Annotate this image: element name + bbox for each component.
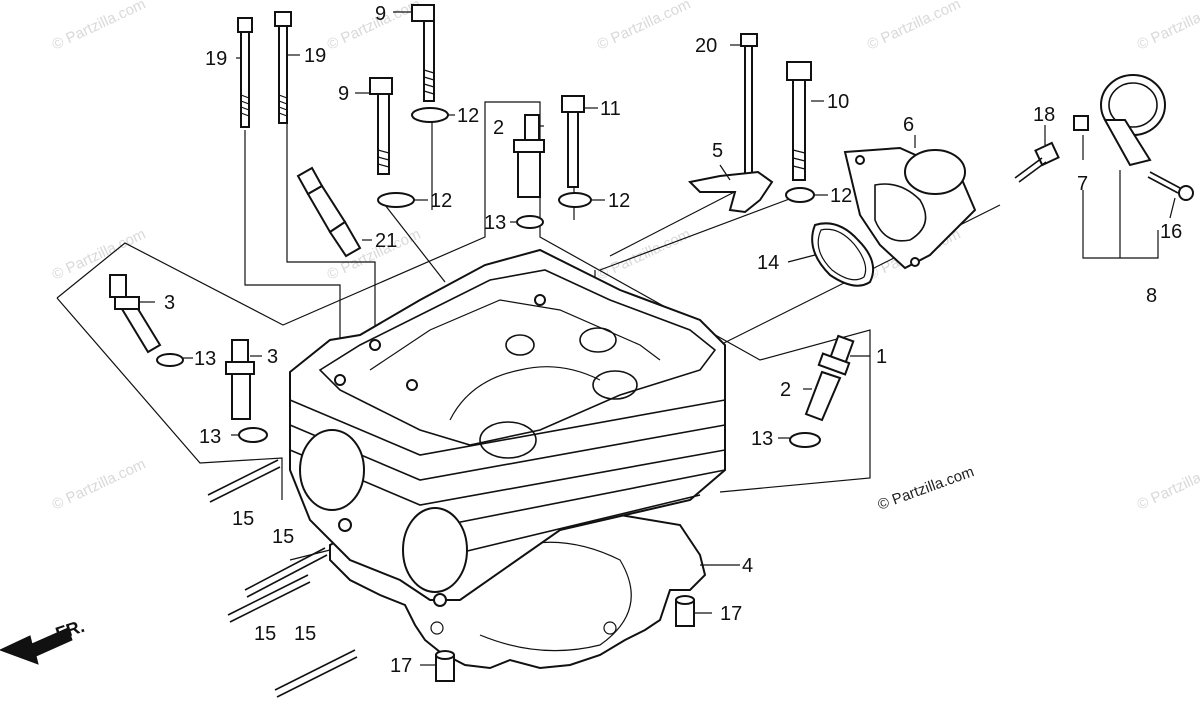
callout-19: 19 [304,45,326,67]
callout-9: 9 [375,3,386,25]
washer-12 [377,192,415,208]
dowel-17 [675,595,695,627]
stud-15 [227,574,311,623]
watermark: © Partzilla.com [595,0,694,54]
clamp-band-8 [1100,74,1166,167]
callout-numbers: 19 19 9 9 12 12 12 12 2 13 11 20 10 5 6 … [164,3,1182,677]
seal-13 [238,427,268,443]
bolt-20 [740,33,758,187]
dowel-17 [435,650,455,682]
bolt-19-left [237,17,253,128]
stud-15 [207,459,281,503]
callout-3: 3 [267,346,278,368]
valve-guide-2-right [804,334,855,422]
callout-15: 15 [232,508,254,530]
seal-13 [789,432,821,448]
washer-12 [411,107,449,123]
callout-13: 13 [199,426,221,448]
o-ring-14 [811,222,874,287]
callout-20: 20 [695,35,717,57]
callout-12: 12 [457,105,479,127]
watermark: © Partzilla.com [865,0,964,54]
callout-15: 15 [294,623,316,645]
front-arrow: FR. [0,616,87,665]
callout-6: 6 [903,114,914,136]
callout-5: 5 [712,140,723,162]
callout-13: 13 [484,212,506,234]
callout-12: 12 [830,185,852,207]
bolt-9-upper [411,4,435,102]
callout-2: 2 [780,379,791,401]
callout-leaders [139,11,1176,666]
copyright-watermark: © Partzilla.com [876,463,977,514]
callout-9: 9 [338,83,349,105]
spark-plug-21 [296,166,362,258]
valve-guide-3-left [109,274,162,354]
callout-17: 17 [390,655,412,677]
callout-12: 12 [608,190,630,212]
callout-13: 13 [194,348,216,370]
callout-21: 21 [375,230,397,252]
bolt-19-right [274,11,292,124]
callout-16: 16 [1160,221,1182,243]
watermark: © Partzilla.com [50,456,149,514]
callout-3: 3 [164,292,175,314]
callout-19: 19 [205,48,227,70]
stud-15 [274,649,358,698]
callout-11: 11 [600,98,621,120]
bracket-5 [687,170,774,214]
callout-18: 18 [1033,104,1055,126]
callout-17: 17 [720,603,742,625]
watermark: © Partzilla.com [595,226,694,284]
watermark: © Partzilla.com [50,226,149,284]
callout-7: 7 [1077,173,1088,195]
stud-15 [244,547,328,598]
nut-7 [1073,115,1089,131]
leader-lines [244,122,1001,561]
bolt-9-lower [369,77,393,175]
intake-pipe-6 [843,146,977,270]
cylinder-head [289,248,726,607]
seal-13 [156,353,184,367]
callout-13: 13 [751,428,773,450]
callout-15: 15 [272,526,294,548]
callout-4: 4 [742,555,753,577]
front-label: FR. [53,616,87,644]
watermark: © Partzilla.com [1135,456,1200,514]
bolt-10 [786,61,812,181]
valve-guide-3-middle [225,339,255,420]
valve-guide-2-top [513,114,545,198]
watermark: © Partzilla.com [50,0,149,54]
callout-14: 14 [757,252,779,274]
callout-2: 2 [493,117,504,139]
callout-1: 1 [876,346,887,368]
washer-12 [558,192,592,208]
bolt-11 [561,95,585,188]
screw-18 [1014,141,1060,183]
watermark: © Partzilla.com [1135,0,1200,54]
seal-13 [516,215,544,229]
callout-15: 15 [254,623,276,645]
callout-10: 10 [827,91,849,113]
callout-12: 12 [430,190,452,212]
watermark: © Partzilla.com [325,0,424,54]
washer-12 [785,187,815,203]
screw-16 [1147,171,1194,201]
callout-8: 8 [1146,285,1157,307]
